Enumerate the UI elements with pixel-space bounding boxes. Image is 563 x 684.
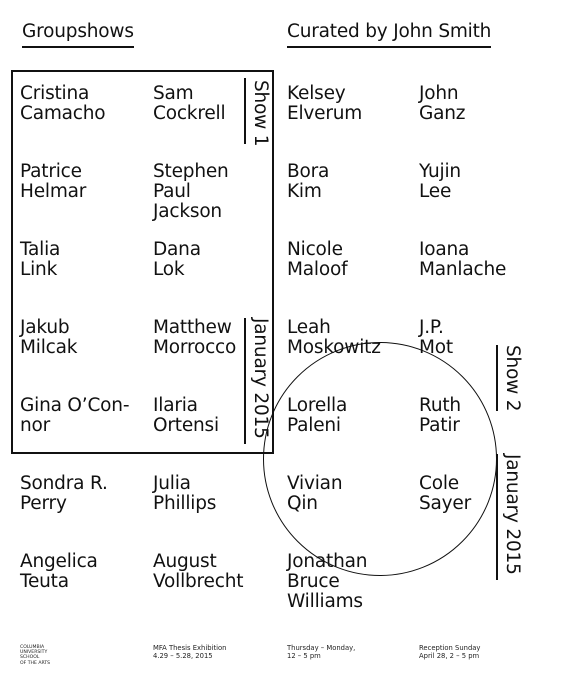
artist-name: Bora Kim [287,161,330,202]
artist-name: Jakub Milcak [20,317,78,358]
artist-name: Stephen Paul Jackson [153,161,229,222]
artist-name: Ruth Patir [419,395,461,436]
artist-name: August Vollbrecht [153,551,244,592]
artist-name: John Ganz [419,83,466,124]
show2-circle [263,342,497,576]
artist-name: Jonathan Bruce Williams [287,551,368,612]
show1-date-rule [244,318,246,444]
show2-label-rule [496,345,498,411]
artist-name: Matthew Morrocco [153,317,237,358]
artist-name: Sondra R. Perry [20,473,108,514]
show1-label: Show 1 [250,80,271,147]
footer-reception: Reception Sunday April 28, 2 – 5 pm [419,644,481,661]
show2-date-rule [496,454,498,580]
artist-name: Lorella Paleni [287,395,348,436]
artist-name: Gina O’Con- nor [20,395,130,436]
footer-hours: Thursday – Monday, 12 – 5 pm [287,644,356,661]
groupshows-heading: Groupshows [22,19,134,48]
artist-name: Patrice Helmar [20,161,87,202]
artist-name: Dana Lok [153,239,201,280]
artist-name: Leah Moskowitz [287,317,381,358]
school-logo: Columbia University School of the Arts [20,645,51,666]
artist-name: Kelsey Elverum [287,83,363,124]
artist-name: Ioana Manlache [419,239,507,280]
show2-label: Show 2 [502,345,523,412]
show2-date: January 2015 [502,454,523,575]
artist-name: Vivian Qin [287,473,343,514]
artist-name: Nicole Maloof [287,239,348,280]
show1-frame [11,70,274,454]
artist-name: Ilaria Ortensi [153,395,219,436]
show1-label-rule [244,78,246,144]
show1-date: January 2015 [250,318,271,439]
artist-name: Angelica Teuta [20,551,98,592]
artist-name: J.P. Mot [419,317,453,358]
curator-heading: Curated by John Smith [287,19,491,48]
artist-name: Julia Phillips [153,473,217,514]
artist-name: Talia Link [20,239,61,280]
artist-name: Cristina Camacho [20,83,106,124]
artist-name: Yujin Lee [419,161,461,202]
artist-name: Cole Sayer [419,473,472,514]
artist-name: Sam Cockrell [153,83,226,124]
footer-exhibition: MFA Thesis Exhibition 4.29 – 5.28, 2015 [153,644,227,661]
